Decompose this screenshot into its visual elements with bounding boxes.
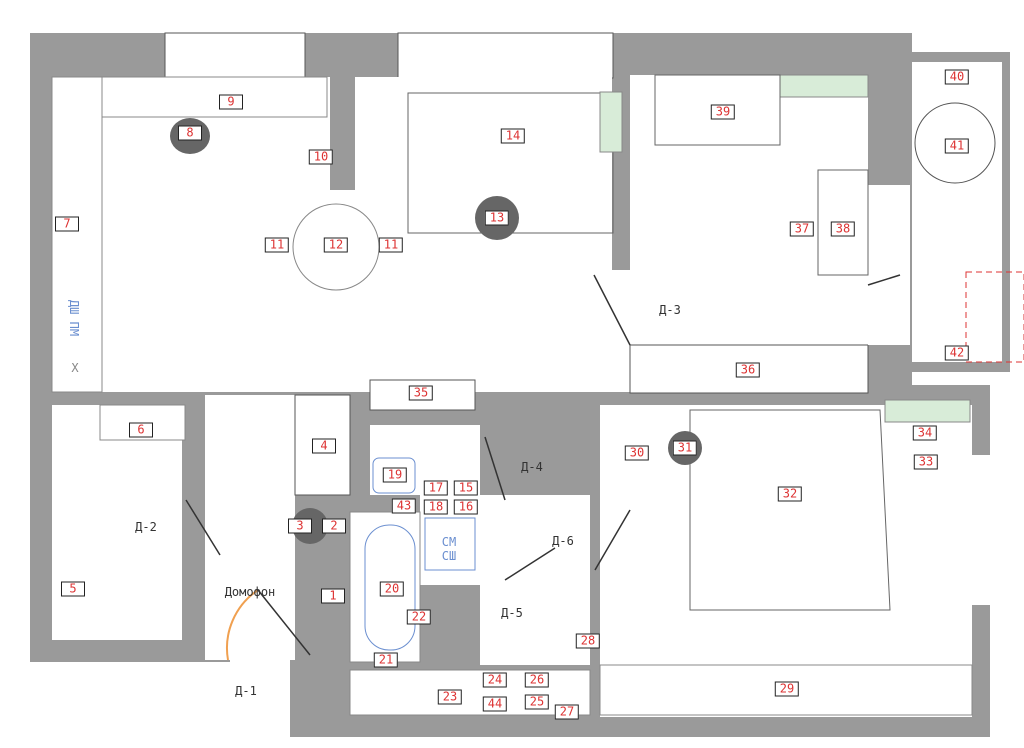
furniture-label: 7 (55, 216, 79, 232)
furniture-label: 30 (624, 445, 650, 461)
furniture-label: 8 (178, 125, 202, 141)
furniture-label: 20 (379, 581, 405, 597)
furniture-label: 12 (323, 237, 349, 253)
door-label: Д-6 (552, 534, 574, 548)
furniture-label: 19 (382, 467, 408, 483)
washer-label: СМ (441, 535, 457, 549)
furniture-label: 23 (437, 689, 463, 705)
dryer-label: СШ (441, 549, 457, 563)
furniture-label: 39 (710, 104, 736, 120)
fridge-mark: X (71, 361, 79, 375)
dishwasher-microwave-labels: ДШ ПМ (67, 300, 81, 336)
furniture-label: 11 (264, 237, 290, 253)
furniture-label: 5 (61, 581, 85, 597)
washer-dryer-labels: СМ СШ (442, 535, 456, 563)
furniture-label: 27 (554, 704, 580, 720)
furniture-label: 44 (482, 696, 508, 712)
furniture-label: 16 (453, 499, 479, 515)
furniture-label: 17 (423, 480, 449, 496)
furniture-label: 26 (524, 672, 550, 688)
furniture-label: 24 (482, 672, 508, 688)
dishwasher-label: ДШ (67, 299, 81, 315)
furniture-label: 2 (322, 518, 346, 534)
door-label: Д-1 (235, 684, 257, 698)
furniture-label: 13 (484, 210, 510, 226)
furniture-label: 36 (735, 362, 761, 378)
furniture-label: 22 (406, 609, 432, 625)
furniture-label: 6 (129, 422, 153, 438)
microwave-label: ПМ (67, 321, 81, 337)
furniture-label: 32 (777, 486, 803, 502)
furniture-label: 3 (288, 518, 312, 534)
furniture-label: 34 (912, 425, 938, 441)
furniture-label: 28 (575, 633, 601, 649)
furniture-label: 43 (391, 498, 417, 514)
door-label: Д-3 (659, 303, 681, 317)
furniture-label: 18 (423, 499, 449, 515)
furniture-label: 41 (944, 138, 970, 154)
door-label: Д-5 (501, 606, 523, 620)
furniture-label: 35 (408, 385, 434, 401)
furniture-label: 38 (830, 221, 856, 237)
door-label: Д-2 (135, 520, 157, 534)
furniture-label: 29 (774, 681, 800, 697)
furniture-label: 31 (672, 440, 698, 456)
furniture-label: 14 (500, 128, 526, 144)
furniture-label: 9 (219, 94, 243, 110)
furniture-label: 10 (308, 149, 334, 165)
furniture-label: 11 (378, 237, 404, 253)
intercom-label: Домофон (224, 585, 276, 599)
furniture-label: 4 (312, 438, 336, 454)
furniture-label: 37 (789, 221, 815, 237)
furniture-label: 33 (913, 454, 939, 470)
furniture-label: 25 (524, 694, 550, 710)
furniture-label: 40 (944, 69, 970, 85)
furniture-label: 15 (453, 480, 479, 496)
furniture-label: 21 (373, 652, 399, 668)
door-label: Д-4 (521, 460, 543, 474)
furniture-label: 1 (321, 588, 345, 604)
furniture-label: 42 (944, 345, 970, 361)
